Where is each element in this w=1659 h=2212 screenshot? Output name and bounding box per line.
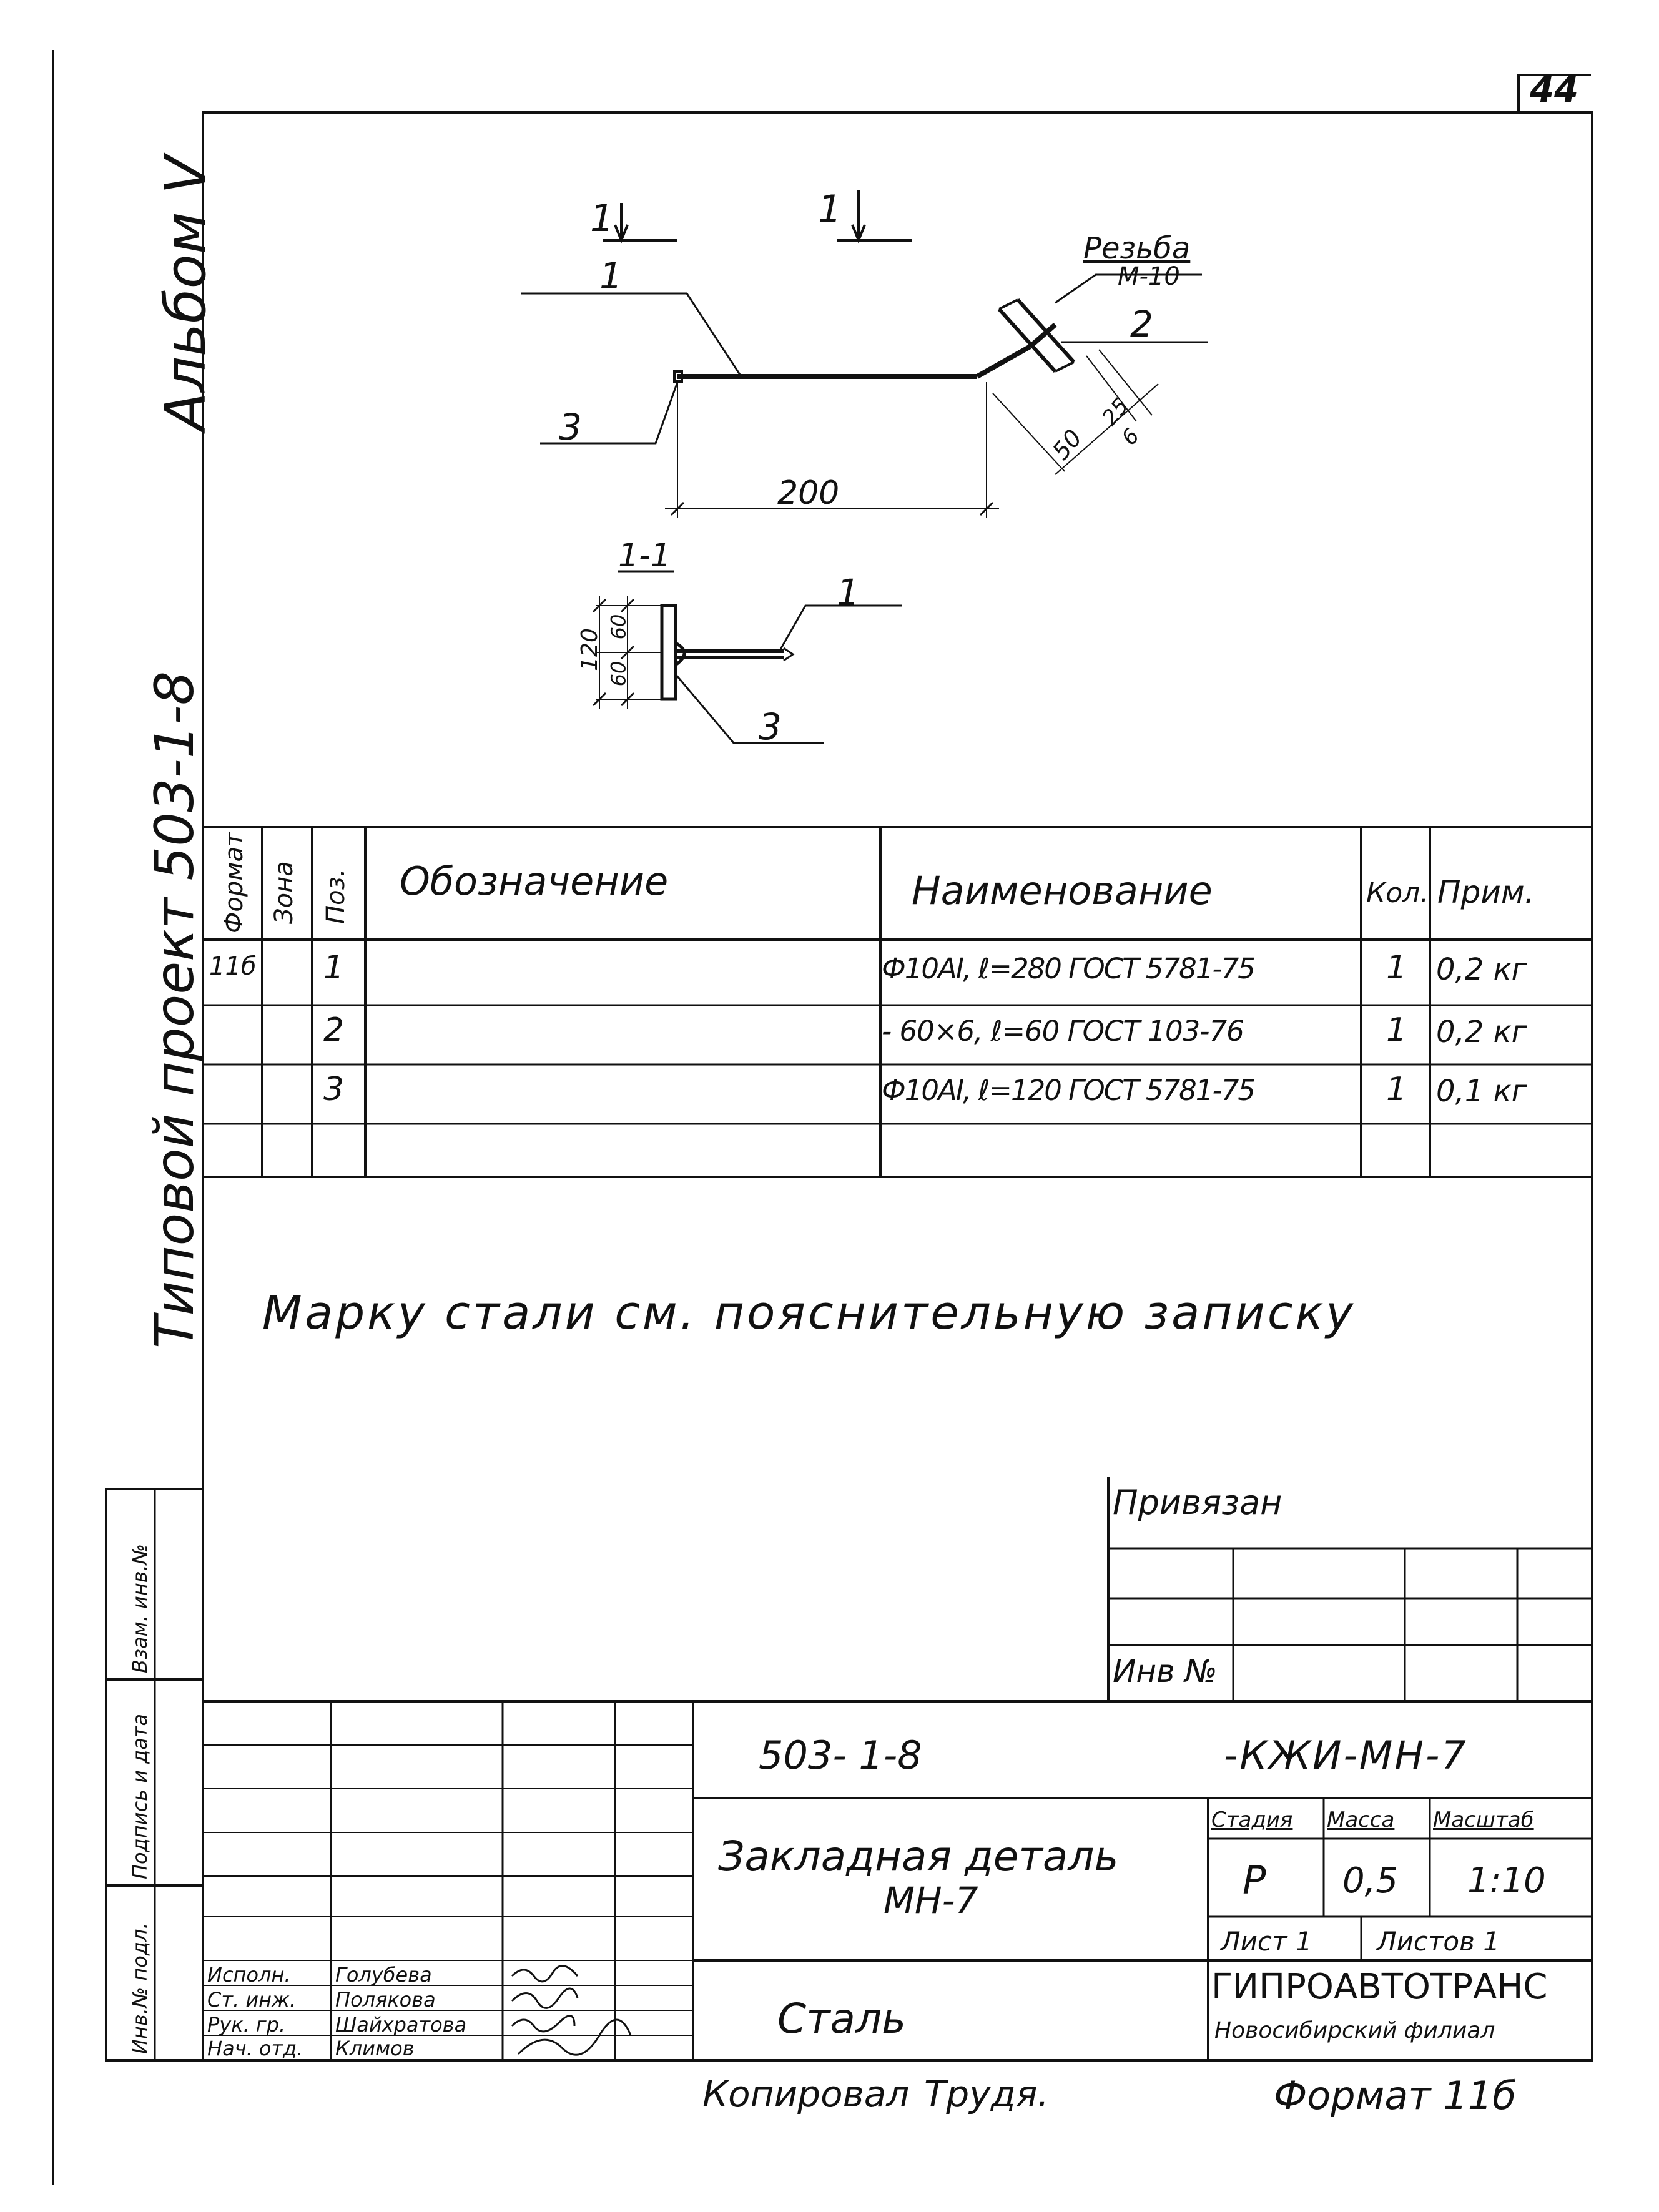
mass-label: Масса	[1327, 1807, 1395, 1832]
thread-size: М-10	[1118, 262, 1180, 291]
org-name: ГИПРОАВТОТРАНС	[1211, 1967, 1548, 2007]
pos-1-main: 1	[599, 255, 623, 297]
section-mark-right: 1	[818, 187, 842, 231]
pos-3-main: 3	[559, 406, 582, 448]
scale-value: 1:10	[1467, 1861, 1546, 1901]
person-name: Шайхратова	[335, 2013, 467, 2037]
row-name: Ф10АI, ℓ=120 ГОСТ 5781-75	[882, 1074, 1256, 1107]
material: Сталь	[777, 1995, 907, 2043]
thread-label: Резьба	[1083, 231, 1191, 266]
row-qty: 1	[1386, 1071, 1407, 1108]
privyazan-title: Привязан	[1113, 1483, 1282, 1522]
role: Исполн.	[207, 1963, 291, 1987]
copier-name: Трудя.	[924, 2073, 1049, 2115]
person-name: Полякова	[335, 1988, 436, 2012]
row-qty: 1	[1386, 1011, 1407, 1049]
scale-label: Масштаб	[1433, 1807, 1534, 1832]
row-pos: 2	[323, 1011, 345, 1049]
row-pos: 1	[323, 949, 345, 986]
stage-value: Р	[1243, 1857, 1266, 1903]
privyazan-inv: Инв №	[1113, 1653, 1218, 1689]
pos-3-section: 3	[759, 705, 782, 748]
row-note: 0,2 кг	[1436, 952, 1527, 987]
stage-label: Стадия	[1211, 1807, 1293, 1832]
format-label: Формат 11б	[1274, 2073, 1517, 2118]
row-note: 0,2 кг	[1436, 1015, 1527, 1049]
header-qty: Кол.	[1366, 877, 1429, 909]
doc-code-suffix: -КЖИ-МН-7	[1224, 1733, 1468, 1778]
section-title: 1-1	[618, 537, 671, 574]
pos-1-section: 1	[837, 571, 860, 614]
person-name: Голубева	[335, 1963, 432, 1987]
header-name: Наименование	[912, 868, 1213, 913]
role: Рук. гр.	[207, 2013, 286, 2037]
org-branch: Новосибирский филиал	[1214, 2018, 1495, 2043]
sheet-label: Лист 1	[1221, 1926, 1312, 1957]
pos-2-main: 2	[1130, 303, 1153, 345]
row-name: - 60×6, ℓ=60 ГОСТ 103-76	[882, 1015, 1244, 1048]
doc-title-line1: Закладная деталь	[718, 1832, 1119, 1880]
sheet-number: 44	[1530, 70, 1578, 111]
role: Ст. инж.	[207, 1988, 297, 2012]
row-pos: 3	[323, 1071, 345, 1108]
row-format: 11б	[209, 952, 257, 981]
section-mark-left: 1	[590, 197, 614, 240]
row-qty: 1	[1386, 949, 1407, 986]
row-name: Ф10АI, ℓ=280 ГОСТ 5781-75	[882, 952, 1256, 985]
sheets-label: Листов 1	[1377, 1926, 1500, 1957]
copied-label: Копировал	[702, 2073, 910, 2115]
row-note: 0,1 кг	[1436, 1074, 1527, 1109]
doc-title-line2: МН-7	[884, 1879, 978, 1922]
header-designation: Обозначение	[400, 858, 669, 904]
role: Нач. отд.	[207, 2037, 303, 2060]
doc-code: 503- 1-8	[759, 1733, 922, 1778]
dim-200: 200	[777, 474, 840, 512]
mass-value: 0,5	[1342, 1861, 1399, 1901]
note-text: Марку стали см. пояснительную записку	[262, 1286, 1356, 1340]
person-name: Климов	[335, 2037, 415, 2060]
header-note: Прим.	[1437, 874, 1535, 910]
